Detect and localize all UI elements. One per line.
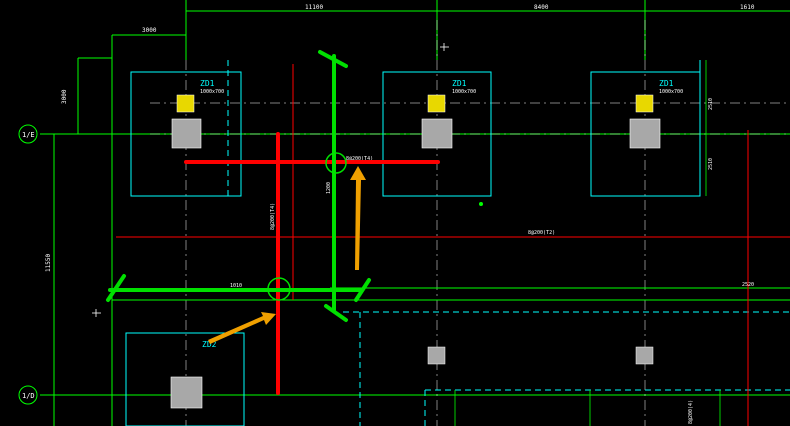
dim-left-b: 11550 — [45, 254, 52, 272]
pile-cap-4[interactable]: ZD2 — [170, 340, 217, 409]
dim-right-b: 2510 — [708, 158, 714, 170]
pile-cap-2[interactable]: ZD1 1000x700 — [421, 79, 476, 149]
axis-label-bottom: 1/D — [22, 392, 35, 400]
snap-point — [479, 202, 483, 206]
highlight-beam-green[interactable] — [106, 50, 371, 322]
pile-cap-1[interactable]: ZD1 1000x700 — [171, 79, 224, 149]
highlight-beam-red[interactable] — [184, 132, 440, 395]
dim-top-c: 1610 — [740, 4, 755, 11]
arrow-annotation-1 — [350, 166, 366, 270]
pile-label-3: ZD1 — [659, 79, 674, 88]
pile-small-1[interactable] — [427, 346, 446, 365]
axis-grid — [40, 20, 790, 426]
beam-note-b: 8@200(T4) — [270, 203, 276, 230]
beam-note-c: 8@200(T2) — [528, 230, 555, 236]
pile-label-4: ZD2 — [202, 340, 217, 349]
pile-small-2[interactable] — [635, 346, 654, 365]
beam-note-d: 8@200(4) — [688, 400, 694, 424]
green-dim-h: 1010 — [230, 283, 242, 289]
lower-detail-lines — [454, 390, 721, 426]
intersection-marker-1[interactable] — [325, 152, 347, 174]
dim-top-left: 3000 — [142, 27, 157, 34]
dim-left-a: 3000 — [61, 89, 68, 104]
pile-tag-2: 1000x700 — [452, 89, 476, 95]
right-dimensions: 2510 2510 2520 — [705, 60, 754, 288]
axis-bubble-top[interactable]: 1/E — [18, 124, 38, 144]
pile-tag-3: 1000x700 — [659, 89, 683, 95]
pile-label-2: ZD1 — [452, 79, 467, 88]
cursor-crosshair — [440, 43, 449, 51]
dim-top-a: 11100 — [305, 4, 323, 11]
top-dimension-chain: 11100 8400 1610 3000 — [111, 0, 790, 60]
dim-right-a: 2510 — [708, 98, 714, 110]
arrow-annotation-2 — [208, 312, 276, 344]
red-reference-lines — [116, 64, 790, 426]
beam-note-a: 8@200(T4) — [346, 156, 373, 162]
green-dim-v: 1200 — [326, 182, 332, 194]
pile-label-1: ZD1 — [200, 79, 215, 88]
cursor-crosshair-2 — [92, 309, 101, 317]
left-dimension-chain: 3000 11550 — [45, 57, 112, 426]
footing-outlines — [112, 60, 790, 426]
dim-top-b: 8400 — [534, 4, 549, 11]
pile-tag-1: 1000x700 — [200, 89, 224, 95]
axis-bubble-bottom[interactable]: 1/D — [18, 385, 38, 405]
intersection-marker-2[interactable] — [267, 277, 291, 301]
dim-right-c: 2520 — [742, 282, 754, 288]
axis-label-top: 1/E — [22, 131, 35, 139]
pile-cap-3[interactable]: ZD1 1000x700 — [629, 79, 683, 149]
